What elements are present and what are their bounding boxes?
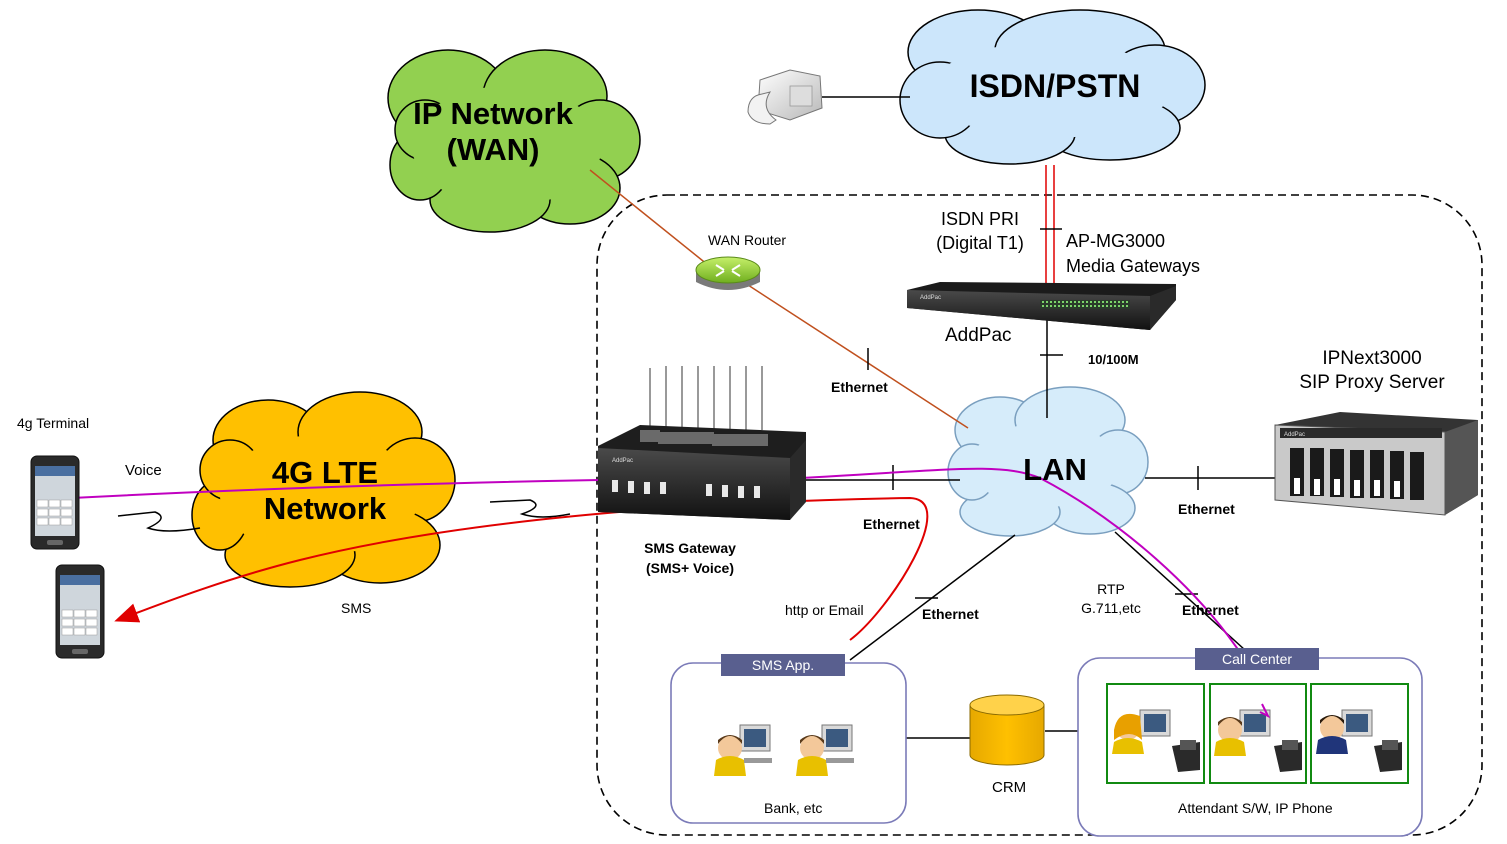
lte-cloud bbox=[191, 391, 456, 588]
voice-flow-line bbox=[71, 467, 1269, 717]
ethernet-gateway-label: Ethernet bbox=[863, 516, 920, 532]
isdn-pri-line2: (Digital T1) bbox=[936, 233, 1024, 253]
ip-network-line1: IP Network bbox=[413, 96, 573, 131]
ip-network-label: IP Network (WAN) bbox=[398, 96, 588, 167]
ip-phone-icon bbox=[1274, 740, 1302, 772]
sms-gateway-line1: SMS Gateway bbox=[644, 540, 736, 556]
router-icon bbox=[695, 256, 761, 290]
telephone-icon bbox=[747, 69, 823, 125]
ip-network-line2: (WAN) bbox=[446, 131, 540, 167]
database-icon bbox=[969, 694, 1045, 766]
ethernet-app-label: Ethernet bbox=[922, 606, 979, 622]
crm-label: CRM bbox=[992, 779, 1027, 796]
call-center-tag bbox=[1195, 648, 1319, 670]
addpac-device-logo: AddPac bbox=[920, 295, 941, 301]
ipnext-device-logo: AddPac bbox=[1284, 432, 1305, 438]
media-gateway-line1: AP-MG3000 bbox=[1066, 231, 1166, 251]
speed-label: 10/100M bbox=[1088, 352, 1139, 367]
sms-app-tag-label: SMS App. bbox=[751, 657, 815, 673]
media-gateway-icon: AddPac bbox=[907, 282, 1176, 330]
rtp-line1: RTP bbox=[1097, 581, 1125, 597]
isdn-pri-label: ISDN PRI (Digital T1) bbox=[920, 207, 1040, 255]
ip-network-cloud bbox=[387, 49, 641, 233]
ipnext-line2: SIP Proxy Server bbox=[1299, 372, 1445, 393]
http-label: http or Email bbox=[785, 602, 864, 618]
sip-server-icon: AddPac bbox=[1274, 412, 1478, 516]
sms-app-box bbox=[670, 662, 907, 824]
wan-router-label: WAN Router bbox=[708, 232, 787, 248]
agent-pc-icon bbox=[1316, 709, 1373, 754]
ipnext-line1: IPNext3000 bbox=[1322, 348, 1422, 369]
ethernet-wan-label: Ethernet bbox=[831, 379, 888, 395]
sms-gateway-line2: (SMS+ Voice) bbox=[645, 560, 735, 576]
ipnext-label: IPNext3000 SIP Proxy Server bbox=[1282, 347, 1462, 395]
call-center-tag-label: Call Center bbox=[1221, 651, 1293, 667]
sms-gateway-label: SMS Gateway (SMS+ Voice) bbox=[630, 538, 750, 578]
rtp-label: RTP G.711,etc bbox=[1066, 580, 1156, 618]
sms-label: SMS bbox=[341, 600, 372, 616]
agent-pc-icon bbox=[1112, 709, 1171, 754]
ethernet-proxy-label: Ethernet bbox=[1178, 501, 1235, 517]
sms-gateway-device-logo: AddPac bbox=[612, 458, 633, 464]
voice-label: Voice bbox=[125, 462, 162, 479]
rtp-line2: G.711,etc bbox=[1081, 600, 1141, 616]
bank-label: Bank, etc bbox=[764, 800, 823, 816]
isdn-pri-line1: ISDN PRI bbox=[940, 209, 1019, 229]
lte-label: 4G LTE Network bbox=[225, 455, 425, 526]
ip-phone-icon bbox=[1374, 740, 1402, 772]
ethernet-callcenter-label: Ethernet bbox=[1182, 602, 1239, 618]
agent-pc-icon bbox=[714, 724, 772, 776]
media-gateway-line2: Media Gateways bbox=[1066, 256, 1201, 276]
ip-phone-icon bbox=[1172, 740, 1200, 772]
addpac-label: AddPac bbox=[945, 325, 1012, 346]
terminal-label: 4g Terminal bbox=[17, 415, 90, 431]
lan-label: LAN bbox=[1023, 452, 1087, 487]
sms-app-tag bbox=[721, 654, 845, 676]
lte-line2: Network bbox=[263, 490, 387, 526]
pstn-cloud bbox=[899, 9, 1206, 165]
media-gateway-label: AP-MG3000 Media Gateways bbox=[1066, 229, 1200, 279]
pstn-label: ISDN/PSTN bbox=[969, 68, 1141, 104]
attendant-label: Attendant S/W, IP Phone bbox=[1178, 800, 1333, 816]
agent-pc-icon bbox=[796, 724, 854, 776]
enterprise-boundary bbox=[596, 194, 1483, 836]
mobile-phone-icon bbox=[55, 564, 105, 659]
mobile-phone-icon bbox=[30, 455, 80, 550]
lte-line1: 4G LTE bbox=[271, 455, 379, 490]
sms-gateway-icon: AddPac bbox=[598, 366, 806, 520]
